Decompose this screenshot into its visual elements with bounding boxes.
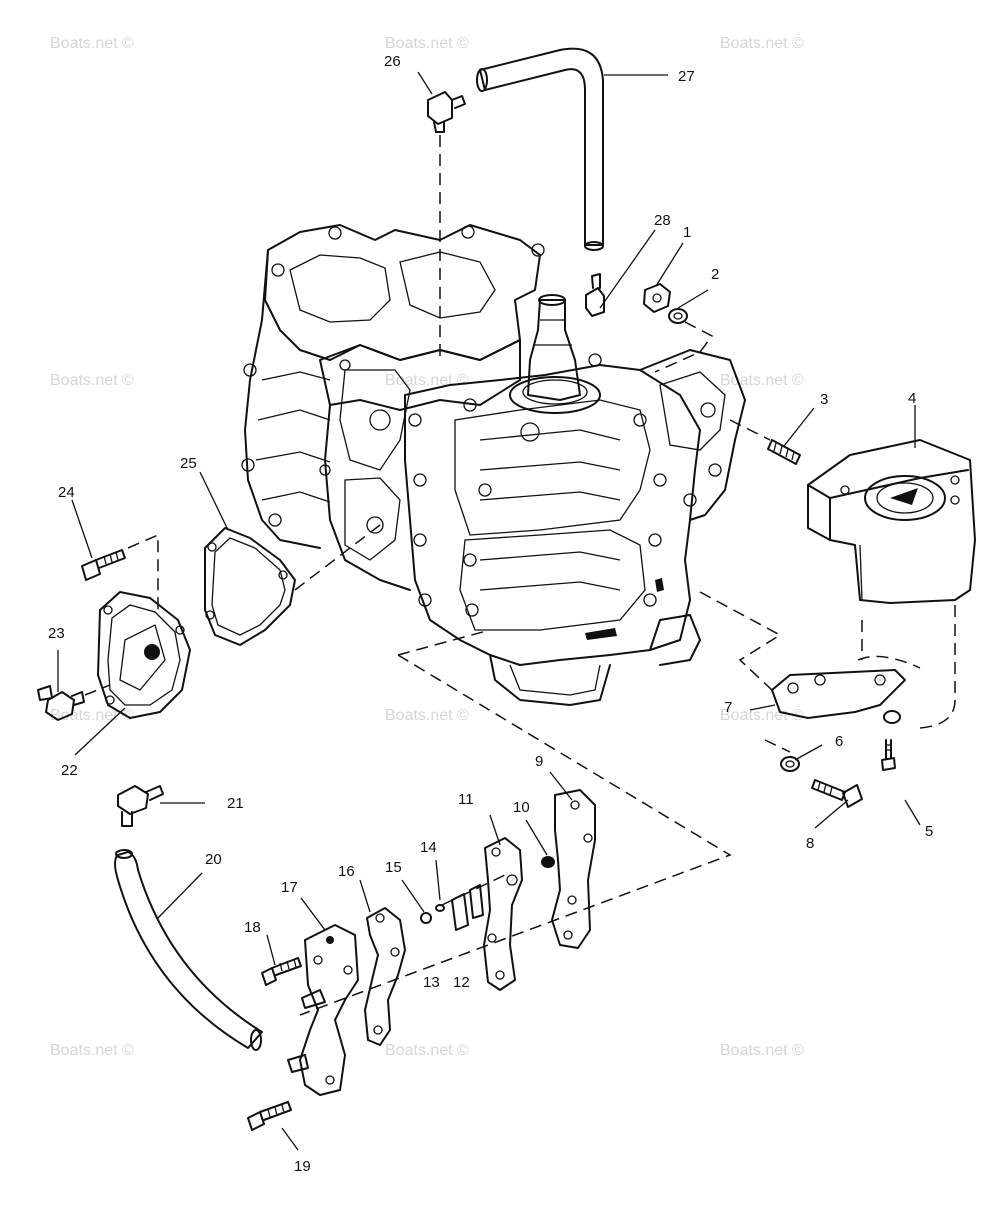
elbow-fitting-26 [427,91,466,133]
gasket-25 [204,527,296,646]
cover-22 [97,591,191,719]
callout-7: 7 [724,699,732,716]
hose-20 [114,849,263,1051]
leader-7 [699,591,782,691]
leader-24 [127,533,159,610]
screw-15 [420,912,432,924]
leader-4c [857,655,921,669]
cylinder-block [241,224,746,706]
clip-12 [469,884,484,919]
leader-14 [441,874,506,906]
callout-labels: 1 2 3 4 5 6 7 8 9 10 11 12 13 14 15 16 1… [48,53,933,1175]
callout-18: 18 [244,919,261,936]
callout-6: 6 [835,733,843,750]
callout-16: 16 [338,863,355,880]
callout-leaders [57,71,921,1151]
callout-5: 5 [925,823,933,840]
bolt-5 [881,739,896,771]
screw-18 [261,957,302,986]
watermarks: Boats.net © Boats.net © Boats.net © Boat… [50,35,804,1059]
callout-28: 28 [654,212,671,229]
watermark: Boats.net © [720,35,804,52]
bolt-8 [811,779,863,808]
callout-19: 19 [294,1158,311,1175]
watermark: Boats.net © [50,372,134,389]
callout-12: 12 [453,974,470,991]
callout-20: 20 [205,851,222,868]
callout-21: 21 [227,795,244,812]
callout-14: 14 [420,839,437,856]
callout-15: 15 [385,859,402,876]
plate-9 [551,789,596,949]
callout-26: 26 [384,53,401,70]
watermark: Boats.net © [720,372,804,389]
assembly-guide-line-top [397,629,491,656]
callout-25: 25 [180,455,197,472]
watermark: Boats.net © [50,707,134,724]
callout-13: 13 [423,974,440,991]
callout-24: 24 [58,484,75,501]
callout-2: 2 [711,266,719,283]
watermark: Boats.net © [385,35,469,52]
leader-3 [729,419,771,441]
callout-9: 9 [535,753,543,770]
clip-13 [451,893,469,931]
housing-4 [807,439,976,604]
watermark: Boats.net © [385,1042,469,1059]
leader-25 [294,524,381,591]
leader-6 [764,739,791,753]
washer-14 [435,904,445,912]
callout-10: 10 [513,799,530,816]
watermark: Boats.net © [720,707,804,724]
watermark: Boats.net © [385,707,469,724]
nut-1 [643,283,671,313]
fitting-21 [117,785,164,827]
watermark: Boats.net © [720,1042,804,1059]
hose-27 [476,47,604,251]
assembly-guide-line [299,654,732,1016]
fitting-28 [585,273,605,317]
callout-4: 4 [908,390,916,407]
callout-17: 17 [281,879,298,896]
plate-17 [287,924,359,1096]
bolt-24 [81,549,126,581]
plate-16 [364,907,406,1046]
callout-22: 22 [61,762,78,779]
watermark: Boats.net © [50,35,134,52]
callout-1: 1 [683,224,691,241]
plate-11 [483,837,523,991]
leader-1-2 [654,321,714,373]
washer-2 [668,308,688,324]
bracket-7 [771,669,906,719]
callout-3: 3 [820,391,828,408]
callout-27: 27 [678,68,695,85]
screw-19 [247,1101,292,1131]
washer-6b [780,756,800,772]
callout-11: 11 [458,791,474,808]
callout-23: 23 [48,625,65,642]
spring-10 [541,856,555,868]
washer-6a [883,710,901,724]
stud-3 [767,439,801,465]
leader-4b [919,605,956,729]
watermark: Boats.net © [50,1042,134,1059]
fitting-23 [37,685,85,721]
leader-23 [84,684,111,696]
callout-8: 8 [806,835,814,852]
